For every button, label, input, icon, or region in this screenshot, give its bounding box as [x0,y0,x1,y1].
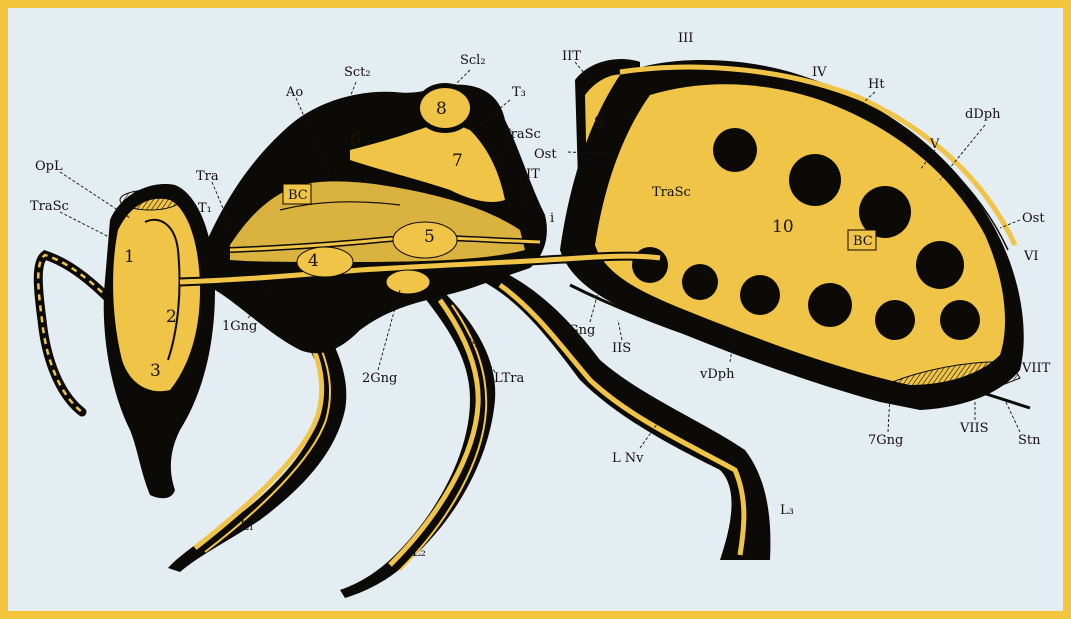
label-L2: L₂ [412,545,426,560]
number-1: 1 [124,247,135,267]
label-BC-thorax: BC [288,188,308,203]
label-IT: IT [526,167,540,182]
label-IIT: IIT [562,49,581,64]
number-4: 4 [308,251,319,271]
head [104,184,215,498]
label-LNv: L Nv [612,451,644,466]
number-10: 10 [772,217,794,237]
label-VI: VI [1023,249,1039,264]
label-Scl2: Scl₂ [460,53,486,68]
label-Tra: Tra [196,169,219,184]
label-7Gng: 7Gng [868,433,903,448]
label-OpL: OpL [35,159,63,174]
label-III: III [678,31,693,46]
label-Stn: Stn [1018,433,1041,448]
label-T3: T₃ [512,85,526,100]
label-dDph: dDph [965,107,1001,122]
label-vDph: vDph [699,367,735,382]
thorax [205,85,547,354]
label-TraSc-head: TraSc [30,199,69,214]
number-5: 5 [424,227,435,247]
number-3: 3 [150,361,161,381]
label-T1: T₁ [198,201,212,216]
abdomen [560,60,1030,410]
label-TraSc-thorax: TraSc [502,127,541,142]
label-L1: L₁ [240,519,254,534]
label-BC-abdomen: BC [853,234,873,249]
number-9: 9 [594,113,605,133]
number-6: 6 [350,130,361,150]
label-2Gng: 2Gng [362,371,397,386]
label-TraSc-abdomen: TraSc [652,185,691,200]
label-Sct2: Sct₂ [344,65,371,80]
label-VIIS: VIIS [959,421,989,436]
label-Ao: Ao [285,85,303,100]
label-Ht: Ht [868,77,885,92]
label-V: V [929,137,940,152]
label-L3: L₃ [780,503,794,518]
number-2: 2 [166,307,177,327]
label-LTra: LTra [494,371,524,386]
label-VIIT: VIIT [1021,361,1051,376]
label-Ost-right: Ost [1022,211,1045,226]
number-8: 8 [436,99,447,119]
label-IV: IV [812,65,827,80]
label-1Gng: 1Gng [222,319,257,334]
label-i: i [550,211,554,226]
label-3Gng: 3Gng [560,323,595,338]
antenna [38,255,110,412]
number-7: 7 [452,151,463,171]
label-IIS: IIS [612,341,631,356]
label-Ost-left: Ost [534,147,557,162]
